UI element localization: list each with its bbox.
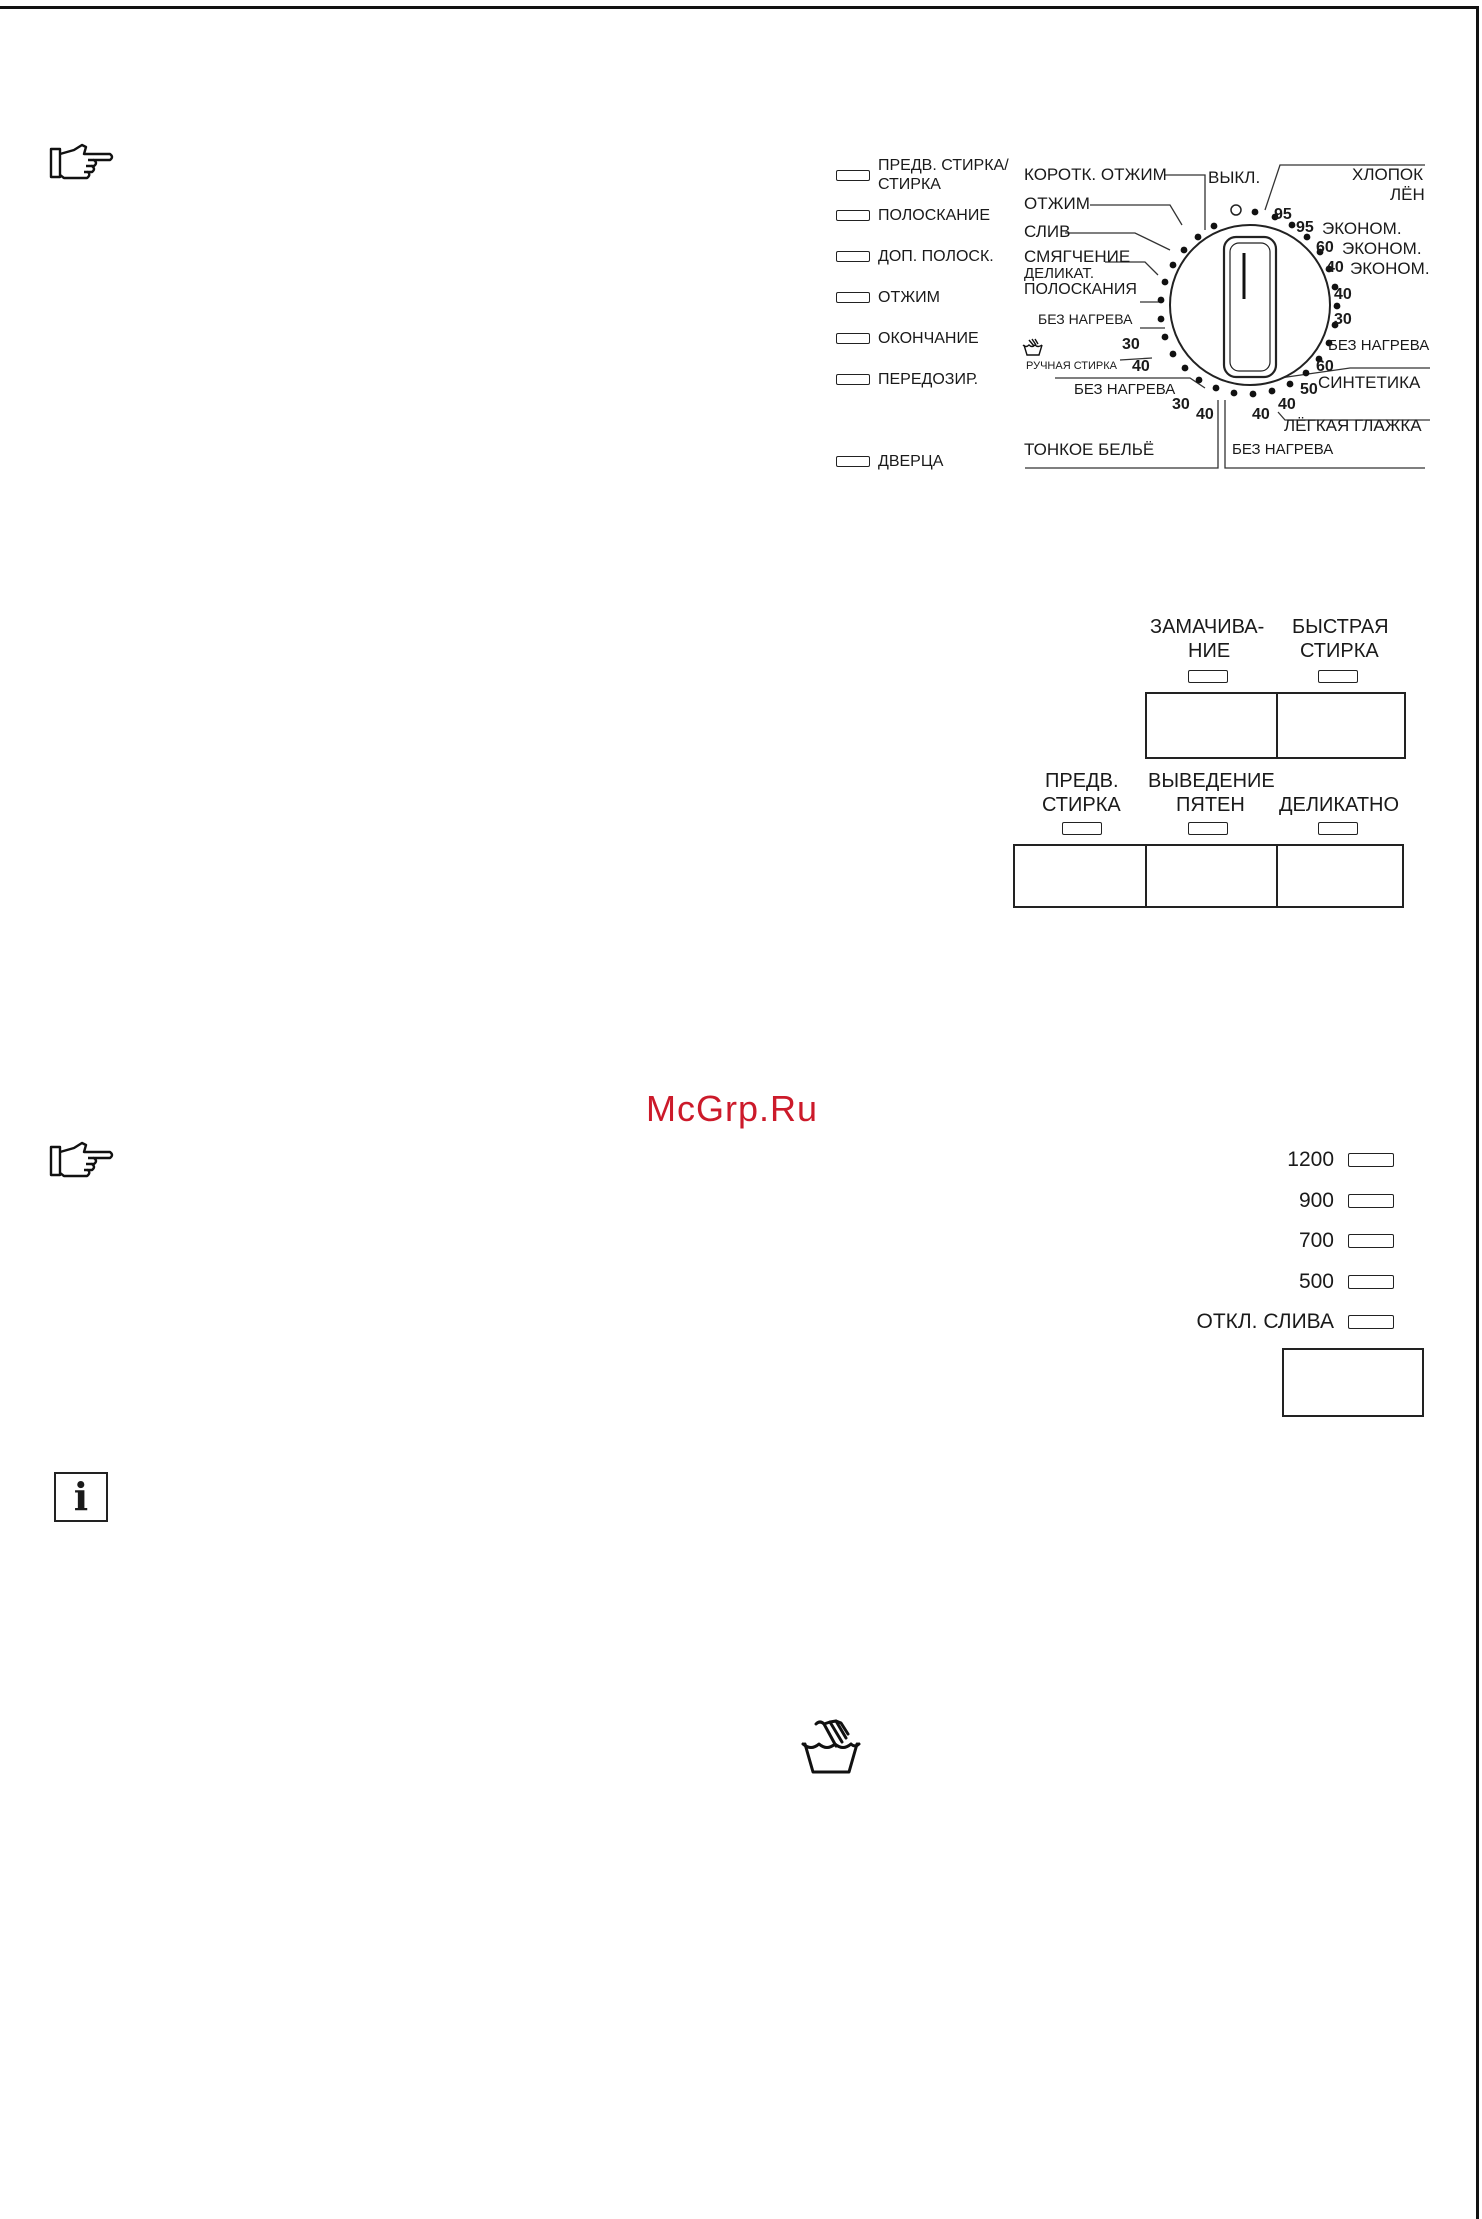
hand-wash-icon — [801, 1719, 861, 1774]
spin-option-label: 900 — [1298, 1189, 1334, 1212]
dial-program-label: ЭКОНОМ. — [1322, 219, 1402, 238]
dial-program-label: ЛЁН — [1390, 185, 1425, 204]
dial-program-label: ЛЁГКАЯ ГЛАЖКА — [1284, 416, 1422, 435]
dial-program-label: ТОНКОЕ БЕЛЬЁ — [1024, 440, 1155, 459]
indicator-label: ДОП. ПОЛОСК. — [878, 248, 994, 265]
dial-program-label: ХЛОПОК — [1352, 165, 1424, 184]
indicator-lamp — [836, 456, 870, 467]
dial-temp-label: 40 — [1326, 259, 1344, 276]
prewash-label: ПРЕДВ. — [1045, 770, 1119, 792]
indicator-label: ПЕРЕДОЗИР. — [878, 371, 979, 388]
watermark: McGrp.Ru — [646, 1088, 819, 1129]
soak-lamp — [1188, 670, 1228, 683]
dial-temp-label: 30 — [1172, 396, 1190, 413]
dial-temp-label: 40 — [1334, 286, 1352, 303]
indicator-label: ПРЕДВ. СТИРКА/ — [878, 157, 1009, 174]
stain-removal-button[interactable] — [1145, 844, 1278, 908]
stain-removal-lamp — [1188, 822, 1228, 835]
dial-temp-label: 40 — [1132, 358, 1150, 375]
delicate-label: ДЕЛИКАТНО — [1279, 794, 1400, 816]
dial-program-label: БЕЗ НАГРЕВА — [1232, 441, 1334, 458]
dial-temp-label: 95 — [1274, 206, 1292, 223]
spin-option-label: 1200 — [1287, 1148, 1334, 1171]
prewash-label: СТИРКА — [1042, 794, 1121, 816]
dial-temp-label: 40 — [1278, 396, 1296, 413]
indicator-label: СТИРКА — [878, 176, 941, 193]
dial-program-label: РУЧНАЯ СТИРКА — [1026, 360, 1117, 372]
dial-program-label: СМЯГЧЕНИЕ — [1024, 247, 1131, 266]
dial-program-label: СИНТЕТИКА — [1318, 373, 1421, 392]
pointing-hand-icon — [49, 143, 114, 180]
dial-temp-label: 60 — [1316, 239, 1334, 256]
dial-program-label: ЭКОНОМ. — [1350, 259, 1430, 278]
quick-wash-lamp — [1318, 670, 1358, 683]
indicator-lamp — [836, 374, 870, 385]
dial-temp-label: 40 — [1252, 406, 1270, 423]
indicator-lamp — [836, 333, 870, 344]
pointing-hand-icon — [49, 1141, 114, 1178]
spin-lamp — [1348, 1194, 1394, 1208]
spin-lamp — [1348, 1315, 1394, 1329]
hand-wash-icon — [1022, 338, 1043, 356]
dial-program-label: БЕЗ НАГРЕВА — [1328, 337, 1430, 354]
dial-program-label: КОРОТК. ОТЖИМ — [1024, 165, 1167, 184]
indicator-label: ДВЕРЦА — [878, 453, 944, 470]
quick-wash-button[interactable] — [1276, 692, 1406, 759]
info-icon: i — [54, 1472, 108, 1522]
program-dial[interactable] — [1140, 195, 1360, 415]
quick-wash-label: БЫСТРАЯ — [1292, 616, 1389, 638]
right-border — [1476, 6, 1479, 2219]
dial-temp-label: 30 — [1334, 311, 1352, 328]
soak-label: ЗАМАЧИВА- — [1150, 616, 1265, 638]
indicator-lamp — [836, 251, 870, 262]
spin-lamp — [1348, 1234, 1394, 1248]
dial-program-label: ПОЛОСКАНИЯ — [1024, 281, 1137, 298]
indicator-lamp — [836, 170, 870, 181]
delicate-button[interactable] — [1276, 844, 1404, 908]
prewash-button[interactable] — [1013, 844, 1147, 908]
soak-label: НИЕ — [1188, 640, 1231, 662]
dial-temp-label: 50 — [1300, 381, 1318, 398]
dial-program-label: БЕЗ НАГРЕВА — [1074, 381, 1176, 398]
spin-option-label: 700 — [1298, 1229, 1334, 1252]
soak-button[interactable] — [1145, 692, 1278, 759]
spin-option-label: ОТКЛ. СЛИВА — [1196, 1310, 1334, 1333]
spin-lamp — [1348, 1275, 1394, 1289]
spin-lamp — [1348, 1153, 1394, 1167]
dial-program-label: ОТЖИМ — [1024, 194, 1090, 213]
prewash-lamp — [1062, 822, 1102, 835]
dial-temp-label: 30 — [1122, 336, 1140, 353]
dial-program-label: ДЕЛИКАТ. — [1024, 265, 1095, 282]
indicator-label: ОКОНЧАНИЕ — [878, 330, 979, 347]
top-border — [0, 6, 1478, 9]
dial-program-label: БЕЗ НАГРЕВА — [1038, 311, 1133, 327]
dial-program-label: СЛИВ — [1024, 222, 1071, 241]
quick-wash-label: СТИРКА — [1300, 640, 1379, 662]
spin-speed-button[interactable] — [1282, 1348, 1424, 1417]
stain-removal-label: ВЫВЕДЕНИЕ — [1148, 770, 1275, 792]
dial-temp-label: 40 — [1196, 406, 1214, 423]
indicator-lamp — [836, 292, 870, 303]
dial-program-label: ЭКОНОМ. — [1342, 239, 1422, 258]
stain-removal-label: ПЯТЕН — [1176, 794, 1245, 816]
delicate-lamp — [1318, 822, 1358, 835]
dial-temp-label: 60 — [1316, 358, 1334, 375]
dial-leader-lines — [1025, 164, 1430, 469]
dial-temp-label: 95 — [1296, 219, 1314, 236]
dial-off-label: ВЫКЛ. — [1208, 168, 1261, 187]
indicator-lamp — [836, 210, 870, 221]
spin-option-label: 500 — [1298, 1270, 1334, 1293]
indicator-label: ПОЛОСКАНИЕ — [878, 207, 990, 224]
indicator-label: ОТЖИМ — [878, 289, 940, 306]
